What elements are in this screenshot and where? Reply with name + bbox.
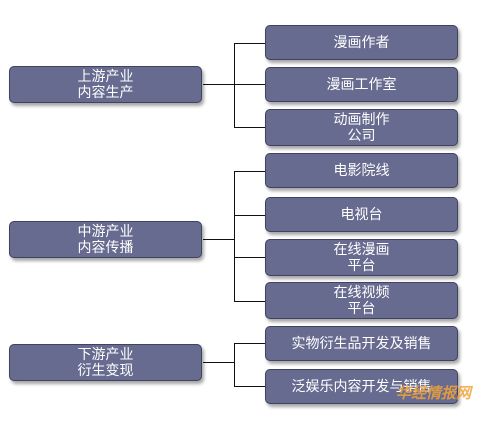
node-animation-company: 动画制作 公司	[265, 109, 458, 146]
group-upstream: 上游产业 内容生产	[9, 66, 202, 103]
connector	[203, 84, 234, 85]
connector	[234, 43, 235, 128]
node-tv-station: 电视台	[265, 197, 458, 232]
node-manga-author: 漫画作者	[265, 25, 458, 60]
node-merchandise: 实物衍生品开发及销售	[265, 326, 458, 361]
connector	[203, 362, 234, 363]
node-online-video-platform: 在线视频 平台	[265, 282, 458, 319]
group-downstream: 下游产业 衍生变现	[9, 344, 202, 381]
connector	[234, 257, 265, 258]
node-manga-studio: 漫画工作室	[265, 67, 458, 102]
connector	[234, 343, 265, 344]
connector	[234, 386, 265, 387]
connector	[234, 215, 265, 216]
connector	[234, 171, 235, 302]
node-cinema-chain: 电影院线	[265, 153, 458, 188]
node-pan-entertainment: 泛娱乐内容开发与销售	[265, 369, 458, 404]
watermark-logo: 华经情报网	[395, 384, 471, 402]
node-online-manga-platform: 在线漫画 平台	[265, 239, 458, 276]
connector	[234, 171, 265, 172]
connector	[234, 301, 265, 302]
group-midstream: 中游产业 内容传播	[9, 221, 202, 258]
connector	[203, 239, 234, 240]
connector	[234, 127, 265, 128]
connector	[234, 43, 265, 44]
connector	[234, 84, 265, 85]
connector	[234, 343, 235, 387]
